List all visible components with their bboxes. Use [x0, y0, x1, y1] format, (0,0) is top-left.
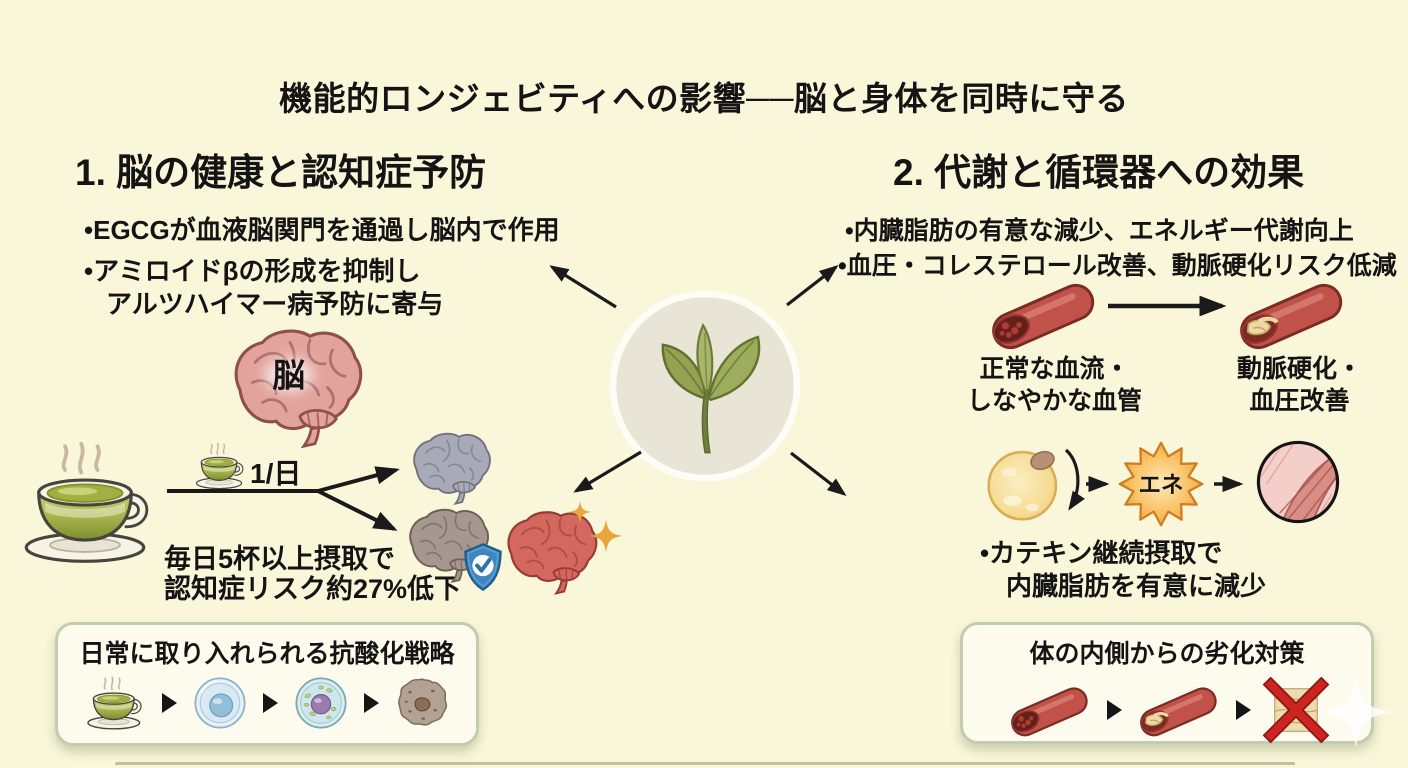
catechin-bullet-cont: 内臓脂肪を有意に減少 [1006, 571, 1267, 601]
egcg-bullet: EGCGが血液脳関門を通過し脳内で作用 [84, 210, 560, 247]
antioxidant-box-icons [58, 673, 476, 733]
antioxidant-box-title: 日常に取り入れられる抗酸化戦略 [79, 640, 455, 668]
healthy-cell-icon [194, 677, 245, 729]
active-cell-icon [295, 677, 346, 729]
shield-check-icon [464, 543, 502, 592]
vessel-plaque-icon [1135, 683, 1223, 737]
vessel-normal-icon [985, 278, 1103, 350]
antioxidant-strategy-box: 日常に取り入れられる抗酸化戦略 [55, 622, 479, 746]
vessel-before-label-line1: 正常な血流・ [979, 355, 1130, 383]
sparkle-large-icon [589, 519, 623, 553]
bottom-edge-line [115, 762, 1295, 765]
muscle-tissue-icon [1256, 440, 1340, 524]
vessel-after-label-line1: 動脈硬化・ [1236, 355, 1362, 383]
protection-box-icons [963, 676, 1371, 744]
vessel-after-label-line2: 血圧改善 [1249, 387, 1350, 415]
arrow-branch-lower [317, 489, 398, 531]
arrow-branch-upper [317, 466, 400, 493]
amyloid-bullet-cont: アルツハイマー病予防に寄与 [106, 289, 444, 319]
intake-stat-line2: 認知症リスク約27%低下 [164, 574, 462, 604]
teacup-large-icon [15, 440, 165, 565]
arrow-fat-curved [1064, 448, 1085, 511]
section-2-heading: 2. 代謝と循環器への効果 [893, 152, 1305, 193]
energy-burst-icon: エネ [1118, 441, 1204, 527]
vessel-before-label-line2: しなやかな血管 [966, 387, 1142, 415]
brain-label: 脳 [272, 357, 305, 393]
arrow-right-icon [1107, 700, 1122, 720]
arrow-right-icon [262, 693, 278, 713]
sparkle-diamond-icon [1320, 676, 1392, 748]
blood-pressure-bullet: 血圧・コレステロール改善、動脈硬化リスク低減 [838, 246, 1397, 282]
catechin-bullet: カテキン継続摂取で [980, 533, 1222, 570]
intake-stat-line1: 毎日5杯以上摂取で [164, 544, 396, 574]
teacup-icon [83, 674, 149, 732]
arrow-right-icon [363, 693, 379, 713]
brain-gray-icon [414, 433, 490, 504]
visceral-fat-bullet: 内臓脂肪の有意な減少、エネルギー代謝向上 [845, 211, 1354, 247]
vessel-improved-icon [1233, 278, 1351, 350]
blocked-vessel-x-icon [1262, 676, 1330, 744]
deterioration-protection-box: 体の内側からの劣化対策 [960, 622, 1374, 744]
page-title: 機能的ロンジェビティへの影響──脳と身体を同時に守る [279, 80, 1129, 117]
section-1-heading: 1. 脳の健康と認知症予防 [75, 152, 487, 193]
protection-box-title: 体の内側からの劣化対策 [1029, 640, 1305, 668]
tea-leaf-circle-illustration [609, 290, 801, 482]
fat-cell-icon [987, 450, 1058, 521]
teacup-small-icon [192, 442, 250, 490]
arrow-right-icon [161, 693, 177, 713]
energy-label: エネ [1138, 472, 1183, 497]
damaged-cell-icon [397, 678, 447, 726]
vessel-icon [1006, 683, 1094, 737]
brain-illustration: 脳 [236, 331, 361, 447]
amyloid-bullet: アミロイドβの形成を抑制し [84, 251, 420, 288]
dose-per-day-label: 1/日 [250, 458, 302, 489]
arrow-right-icon [1236, 700, 1251, 720]
